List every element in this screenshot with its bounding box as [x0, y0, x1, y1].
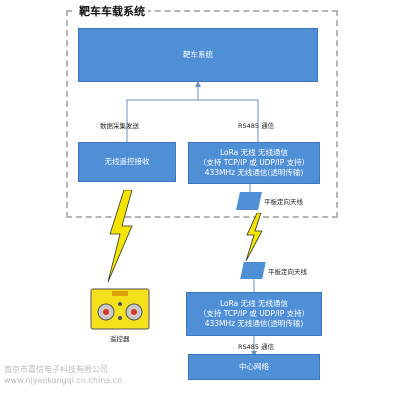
system-title: 靶车车载系统 — [76, 3, 148, 19]
connector-lora-to-control — [198, 99, 259, 142]
vehicle-control-label: 靶车系统 — [183, 49, 213, 59]
remote-device-label: 遥控器 — [110, 335, 130, 343]
antenna-bottom-label: 平板定向天线 — [268, 268, 307, 276]
remote-receiver-label: 无线遥控接收 — [104, 156, 150, 166]
center-network-box: 中心网络 — [188, 354, 320, 380]
connector-remote-to-control — [126, 99, 198, 142]
remote-controller-icon — [90, 288, 150, 330]
vehicle-control-box: 靶车系统 — [78, 28, 318, 82]
lora-top-line1: LoRa 无线 无线通信 — [219, 147, 289, 157]
wireless-bolt-right-icon — [245, 213, 263, 261]
lora-module-bottom-box: LoRa 无线 无线通信 （支持 TCP/IP 或 UDP/IP 支持） 433… — [186, 292, 322, 336]
lora-bottom-line1: LoRa 无线 无线通信 — [219, 298, 289, 308]
wireless-bolt-left-icon — [107, 190, 133, 282]
right-link-label: RS485 通信 — [238, 122, 275, 130]
left-link-label: 数据采集发送 — [100, 122, 139, 130]
lora-module-top-box: LoRa 无线 无线通信 （支持 TCP/IP 或 UDP/IP 支持） 433… — [188, 142, 320, 184]
antenna-top-icon — [236, 192, 262, 210]
vehicle-system-frame — [66, 10, 338, 218]
lora-top-line3: 433MHz 无线通信(透明传输) — [204, 168, 304, 178]
antenna-top-label: 平板定向天线 — [264, 198, 303, 206]
bottom-link-label: RS485 通信 — [238, 343, 275, 351]
antenna-bottom-icon — [240, 262, 266, 279]
lora-bottom-line3: 433MHz 无线通信(透明传输) — [204, 319, 304, 329]
lora-top-line2: （支持 TCP/IP 或 UDP/IP 支持） — [198, 157, 310, 167]
watermark-company: 南京市嘉信电子科技有限公司 — [4, 365, 108, 374]
lora-bottom-line2: （支持 TCP/IP 或 UDP/IP 支持） — [198, 308, 310, 318]
remote-receiver-box: 无线遥控接收 — [78, 142, 176, 182]
center-network-label: 中心网络 — [239, 361, 269, 371]
watermark-url: www.njyaokongqi.cn.china.cn — [4, 376, 123, 385]
